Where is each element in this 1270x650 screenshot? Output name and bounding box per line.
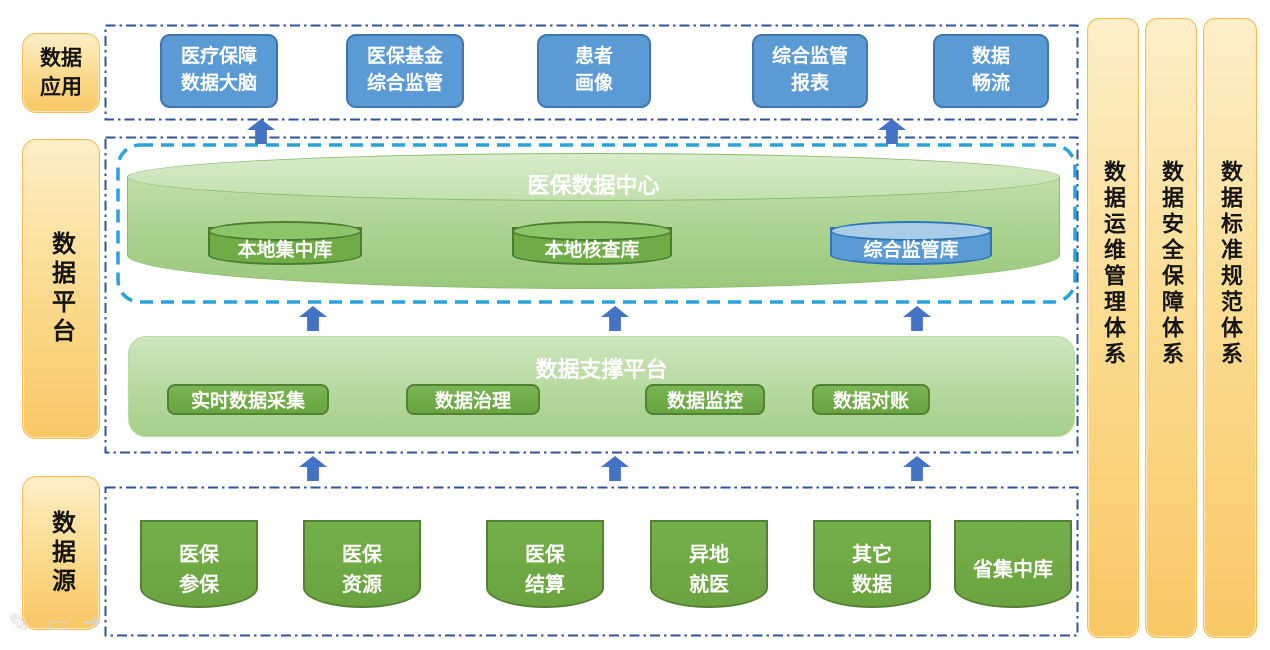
source-label: 就医 — [689, 574, 729, 596]
system-bar-security: 数据安全保障体系 — [1145, 18, 1197, 638]
source-label: 省集中库 — [973, 559, 1053, 581]
source-label: 医保 — [179, 544, 219, 566]
system-bar-standards: 数据标准规范体系 — [1203, 18, 1257, 638]
app-box-line: 报表 — [790, 73, 829, 94]
db-label: 本地集中库 — [237, 239, 333, 261]
source-label: 参保 — [179, 574, 219, 596]
db-label: 本地核查库 — [544, 239, 640, 261]
label-text: 数据源 — [47, 509, 75, 597]
source-label: 资源 — [342, 574, 382, 596]
module-data-reconciliation: 数据对账 — [812, 384, 930, 415]
module-label: 数据对账 — [832, 391, 909, 412]
watermark-shape-icon: ▭ — [46, 611, 69, 638]
label-text: 数据平台 — [47, 231, 75, 347]
module-realtime-collection: 实时数据采集 — [167, 384, 329, 415]
app-box-patient-profile: 患者 画像 — [537, 34, 651, 108]
module-label: 实时数据采集 — [190, 391, 305, 412]
source-cylinder-resources: 医保 资源 — [303, 506, 421, 608]
source-label: 异地 — [689, 544, 729, 566]
source-label: 医保 — [525, 544, 565, 566]
source-label: 数据 — [852, 574, 892, 596]
app-box-line: 数据 — [971, 46, 1010, 68]
label-data-source: 数据源 — [22, 476, 100, 630]
label-data-platform: 数据平台 — [22, 139, 100, 439]
source-label: 结算 — [525, 574, 565, 596]
app-box-supervision-report: 综合监管 报表 — [752, 34, 868, 108]
app-box-line: 患者 — [574, 46, 613, 68]
source-label: 其它 — [852, 544, 892, 566]
label-text: 数据 — [40, 46, 82, 70]
app-box-line: 综合监管 — [771, 46, 848, 68]
source-cylinder-insured: 医保 参保 — [140, 506, 258, 608]
system-bar-label: 数据运维管理体系 — [1101, 160, 1126, 368]
module-data-governance: 数据治理 — [406, 384, 540, 415]
cylinder-rim — [127, 153, 1060, 201]
app-box-line: 数据大脑 — [180, 73, 257, 94]
app-box-line: 医疗保障 — [180, 46, 257, 68]
watermark-arrow-icon: ➔ — [82, 609, 103, 636]
system-bar-label: 数据标准规范体系 — [1218, 160, 1243, 368]
app-box-line: 畅流 — [971, 73, 1010, 94]
db-cylinder-local-verify: 本地核查库 — [512, 221, 672, 265]
support-platform-title: 数据支撑平台 — [535, 357, 668, 382]
app-box-medical-data-brain: 医疗保障 数据大脑 — [160, 34, 278, 108]
app-box-line: 画像 — [574, 73, 613, 94]
label-data-application: 数据 应用 — [22, 33, 100, 113]
system-bar-ops-management: 数据运维管理体系 — [1087, 18, 1139, 638]
db-label: 综合监管库 — [863, 239, 959, 261]
db-cylinder-supervision: 综合监管库 — [830, 221, 992, 265]
module-label: 数据监控 — [666, 391, 743, 412]
source-cylinder-remote-medical: 异地 就医 — [650, 506, 768, 608]
module-data-monitoring: 数据监控 — [645, 384, 765, 415]
source-label: 医保 — [342, 544, 382, 566]
source-cylinder-settlement: 医保 结算 — [486, 506, 604, 608]
data-center-title: 医保数据中心 — [527, 173, 660, 198]
app-box-data-flow: 数据 畅流 — [933, 34, 1049, 108]
source-cylinder-other-data: 其它 数据 — [813, 506, 931, 608]
db-cylinder-local-central: 本地集中库 — [208, 221, 362, 265]
app-box-line: 医保基金 — [366, 46, 443, 68]
watermark-pencil-icon: ✎ — [8, 608, 30, 638]
system-bar-label: 数据安全保障体系 — [1159, 160, 1184, 368]
source-cylinder-province-central: 省集中库 — [954, 506, 1072, 608]
app-box-fund-supervision: 医保基金 综合监管 — [346, 34, 464, 108]
label-text: 应用 — [40, 76, 82, 99]
app-box-line: 综合监管 — [366, 73, 443, 94]
module-label: 数据治理 — [434, 391, 511, 412]
